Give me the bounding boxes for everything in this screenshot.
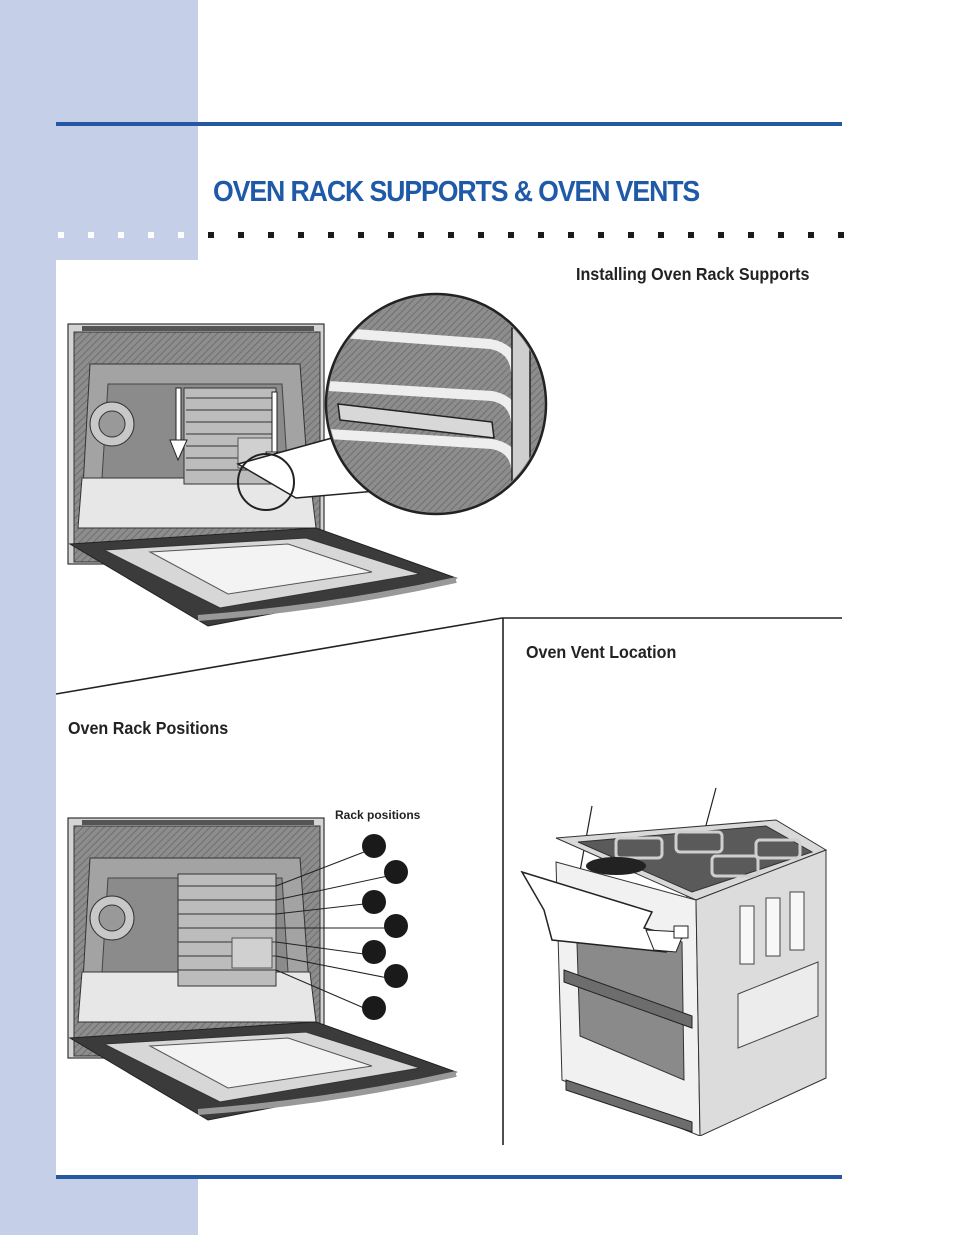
positions-heading: Oven Rack Positions <box>68 718 229 738</box>
divider-dot <box>598 232 604 238</box>
page-title: OVEN RACK SUPPORTS & OVEN VENTS <box>213 176 700 208</box>
divider-dot <box>118 232 124 238</box>
sidebar-footer-band <box>56 1178 198 1235</box>
top-rule <box>56 122 842 126</box>
divider-dot <box>778 232 784 238</box>
rack-positions-illustration <box>67 817 458 1121</box>
divider-dot <box>238 232 244 238</box>
divider-dot <box>208 232 214 238</box>
installing-heading: Installing Oven Rack Supports <box>576 264 810 284</box>
divider-dot <box>388 232 394 238</box>
divider-dot <box>718 232 724 238</box>
divider-dot <box>478 232 484 238</box>
divider-dot <box>808 232 814 238</box>
divider-dot <box>538 232 544 238</box>
divider-dot <box>628 232 634 238</box>
divider-dot <box>328 232 334 238</box>
sidebar-band <box>0 0 198 260</box>
divider-dot <box>298 232 304 238</box>
divider-dot <box>688 232 694 238</box>
divider-dot <box>148 232 154 238</box>
divider-dot <box>268 232 274 238</box>
divider-dot <box>568 232 574 238</box>
divider-dot <box>508 232 514 238</box>
sidebar-strip <box>0 260 56 1235</box>
rack-positions-label: Rack positions <box>335 808 421 822</box>
bottom-rule <box>56 1175 842 1179</box>
divider-dot <box>418 232 424 238</box>
divider-dot <box>448 232 454 238</box>
oven-vent-illustration <box>520 787 828 1136</box>
divider-dot <box>838 232 844 238</box>
vent-heading: Oven Vent Location <box>526 642 677 662</box>
dotted-divider <box>58 232 848 240</box>
divider-dot <box>88 232 94 238</box>
divider-dot <box>748 232 754 238</box>
divider-dot <box>358 232 364 238</box>
divider-dot <box>58 232 64 238</box>
rack-support-illustration <box>67 292 548 627</box>
divider-dot <box>658 232 664 238</box>
divider-dot <box>178 232 184 238</box>
